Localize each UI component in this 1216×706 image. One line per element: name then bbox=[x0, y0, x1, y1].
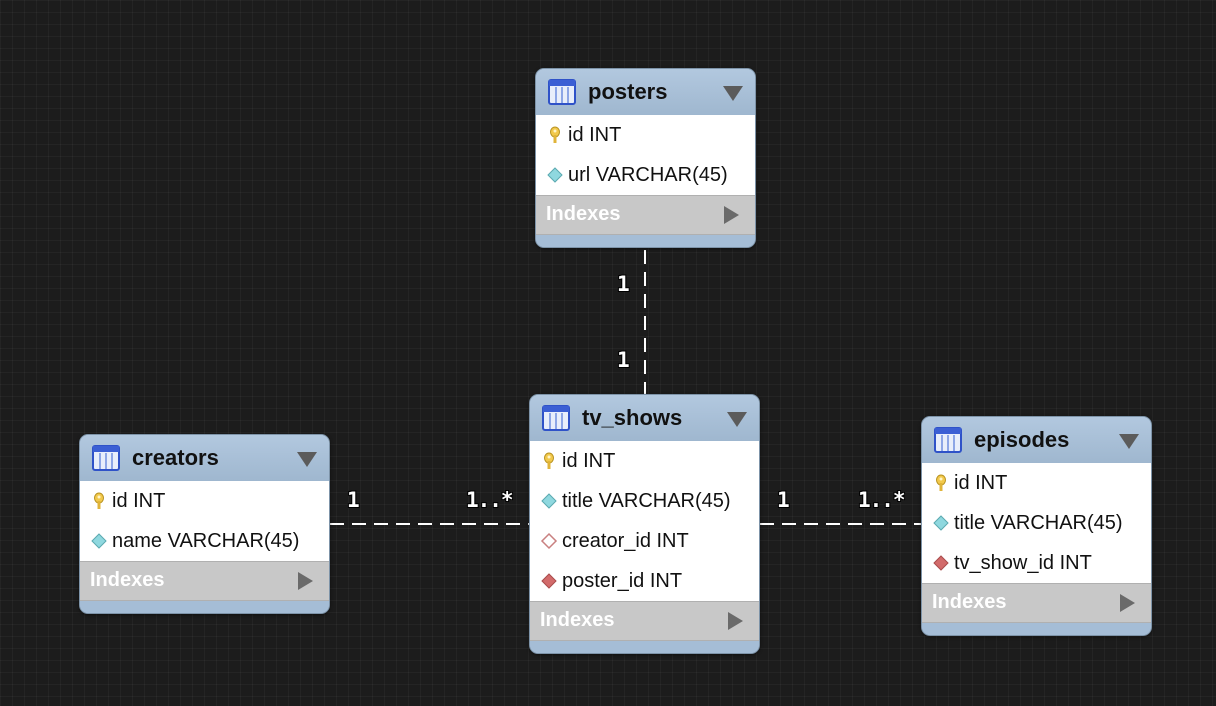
column-text: name VARCHAR(45) bbox=[112, 530, 300, 552]
column-row[interactable]: creator_id INT bbox=[530, 521, 759, 561]
entity-header[interactable]: creators bbox=[80, 435, 329, 481]
table-icon bbox=[92, 445, 120, 471]
entity-footer bbox=[922, 623, 1151, 635]
expand-arrow-icon[interactable] bbox=[728, 612, 743, 630]
entity-title: posters bbox=[588, 79, 668, 104]
indexes-label: Indexes bbox=[932, 591, 1007, 613]
column-row[interactable]: id INT bbox=[922, 463, 1151, 503]
cardinality-label-tv-shows-many: 1..* bbox=[466, 488, 514, 512]
column-list: id INT title VARCHAR(45) tv_show_id INT bbox=[922, 463, 1151, 583]
column-row[interactable]: name VARCHAR(45) bbox=[80, 521, 329, 561]
collapse-arrow-icon[interactable] bbox=[297, 452, 317, 467]
entity-footer bbox=[530, 641, 759, 653]
column-text: id INT bbox=[954, 472, 1008, 494]
column-list: id INT title VARCHAR(45) creator_id INT … bbox=[530, 441, 759, 601]
column-row[interactable]: url VARCHAR(45) bbox=[536, 155, 755, 195]
primary-key-icon bbox=[544, 452, 554, 469]
entity-title: tv_shows bbox=[582, 405, 683, 430]
indexes-row[interactable]: Indexes bbox=[536, 195, 755, 235]
collapse-arrow-icon[interactable] bbox=[727, 412, 747, 427]
cardinality-label-tv-shows-side: 1 bbox=[617, 348, 630, 372]
cardinality-label-creators-side: 1 bbox=[347, 488, 360, 512]
cardinality-label-tv-shows-one: 1 bbox=[777, 488, 790, 512]
expand-arrow-icon[interactable] bbox=[724, 206, 739, 224]
column-text: id INT bbox=[112, 490, 166, 512]
column-diamond-icon bbox=[547, 167, 563, 183]
primary-key-icon bbox=[550, 126, 560, 143]
indexes-row[interactable]: Indexes bbox=[530, 601, 759, 641]
column-list: id INT url VARCHAR(45) bbox=[536, 115, 755, 195]
entity-header[interactable]: posters bbox=[536, 69, 755, 115]
indexes-row[interactable]: Indexes bbox=[922, 583, 1151, 623]
expand-arrow-icon[interactable] bbox=[298, 572, 313, 590]
entity-creators[interactable]: creators id INT name VARCHAR(45) Indexes bbox=[79, 434, 330, 614]
entity-title: episodes bbox=[974, 427, 1070, 452]
foreign-key-icon bbox=[541, 573, 557, 589]
entity-episodes[interactable]: episodes id INT title VARCHAR(45) bbox=[921, 416, 1152, 636]
column-text: id INT bbox=[568, 124, 622, 146]
column-diamond-icon bbox=[933, 515, 949, 531]
table-icon bbox=[542, 405, 570, 431]
column-text: url VARCHAR(45) bbox=[568, 164, 728, 186]
column-text: id INT bbox=[562, 450, 616, 472]
column-row[interactable]: id INT bbox=[80, 481, 329, 521]
primary-key-icon bbox=[936, 474, 946, 491]
column-row[interactable]: poster_id INT bbox=[530, 561, 759, 601]
column-text: poster_id INT bbox=[562, 570, 683, 592]
entity-title: creators bbox=[132, 445, 219, 470]
column-text: tv_show_id INT bbox=[954, 552, 1092, 574]
collapse-arrow-icon[interactable] bbox=[723, 86, 743, 101]
expand-arrow-icon[interactable] bbox=[1120, 594, 1135, 612]
column-list: id INT name VARCHAR(45) bbox=[80, 481, 329, 561]
column-text: title VARCHAR(45) bbox=[954, 512, 1123, 534]
table-icon bbox=[934, 427, 962, 453]
column-row[interactable]: title VARCHAR(45) bbox=[922, 503, 1151, 543]
column-diamond-icon bbox=[91, 533, 107, 549]
nullable-foreign-key-icon bbox=[540, 532, 558, 550]
column-row[interactable]: tv_show_id INT bbox=[922, 543, 1151, 583]
indexes-row[interactable]: Indexes bbox=[80, 561, 329, 601]
entity-header[interactable]: tv_shows bbox=[530, 395, 759, 441]
column-diamond-icon bbox=[541, 493, 557, 509]
column-text: title VARCHAR(45) bbox=[562, 490, 731, 512]
entity-tv-shows[interactable]: tv_shows id INT title VARCHAR(45) bbox=[529, 394, 760, 654]
cardinality-label-posters-side: 1 bbox=[617, 272, 630, 296]
column-text: creator_id INT bbox=[562, 530, 689, 552]
entity-footer bbox=[536, 235, 755, 247]
primary-key-icon bbox=[94, 492, 104, 509]
indexes-label: Indexes bbox=[546, 203, 621, 225]
foreign-key-icon bbox=[933, 555, 949, 571]
table-icon bbox=[548, 79, 576, 105]
collapse-arrow-icon[interactable] bbox=[1119, 434, 1139, 449]
indexes-label: Indexes bbox=[90, 569, 165, 591]
indexes-label: Indexes bbox=[540, 609, 615, 631]
column-row[interactable]: title VARCHAR(45) bbox=[530, 481, 759, 521]
entity-header[interactable]: episodes bbox=[922, 417, 1151, 463]
entity-footer bbox=[80, 601, 329, 613]
column-row[interactable]: id INT bbox=[530, 441, 759, 481]
column-row[interactable]: id INT bbox=[536, 115, 755, 155]
cardinality-label-episodes-many: 1..* bbox=[858, 488, 906, 512]
entity-posters[interactable]: posters id INT url VARCHAR(45) Indexes bbox=[535, 68, 756, 248]
